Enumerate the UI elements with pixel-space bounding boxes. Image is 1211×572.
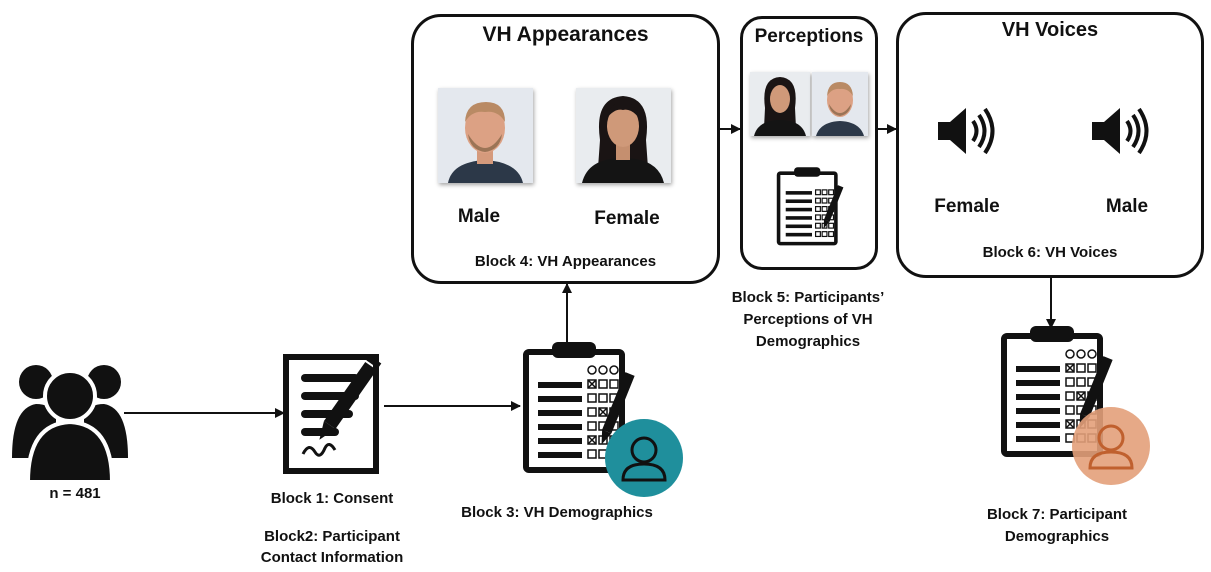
user-avatar-icon <box>1072 407 1150 485</box>
survey-clipboard-icon <box>523 342 635 473</box>
block6-caption: Block 6: VH Voices <box>982 244 1118 261</box>
female-label: Female <box>594 208 660 229</box>
voice-female-label: Female <box>934 196 1000 217</box>
block2-caption-line2: Contact Information <box>260 549 404 566</box>
perception-male-photo <box>812 72 868 136</box>
speaker-icon <box>1092 107 1149 155</box>
survey-clipboard-icon <box>1001 326 1113 457</box>
male-vh-photo <box>438 88 533 183</box>
block1-caption: Block 1: Consent <box>270 490 394 507</box>
contract-signature-icon <box>283 354 382 474</box>
block5-title: Perceptions <box>754 26 864 47</box>
block5-caption-line3: Demographics <box>755 333 861 350</box>
block7-caption-line1: Block 7: Participant <box>986 506 1128 523</box>
voice-male-label: Male <box>1105 196 1149 217</box>
people-group-icon <box>12 365 128 484</box>
block2-caption-line1: Block2: Participant <box>264 528 400 545</box>
block5-caption-line1: Block 5: Participants’ <box>731 289 885 306</box>
speaker-icon <box>938 107 995 155</box>
block6-title: VH Voices <box>1001 19 1099 41</box>
female-vh-photo <box>576 88 671 183</box>
perception-female-photo <box>750 72 810 136</box>
survey-clipboard-icon <box>776 167 844 246</box>
block6-panel: VH Voices Female Male Block 6: VH Voices <box>896 12 1204 278</box>
block5-caption-line2: Perceptions of VH <box>743 311 873 328</box>
block7-caption-line2: Demographics <box>1004 528 1110 545</box>
block4-title: VH Appearances <box>482 23 649 46</box>
block4-caption: Block 4: VH Appearances <box>474 253 657 270</box>
block3-caption: Block 3: VH Demographics <box>461 504 653 521</box>
user-avatar-icon <box>605 419 683 497</box>
participant-count: n = 481 <box>49 485 101 502</box>
male-label: Male <box>457 206 501 227</box>
